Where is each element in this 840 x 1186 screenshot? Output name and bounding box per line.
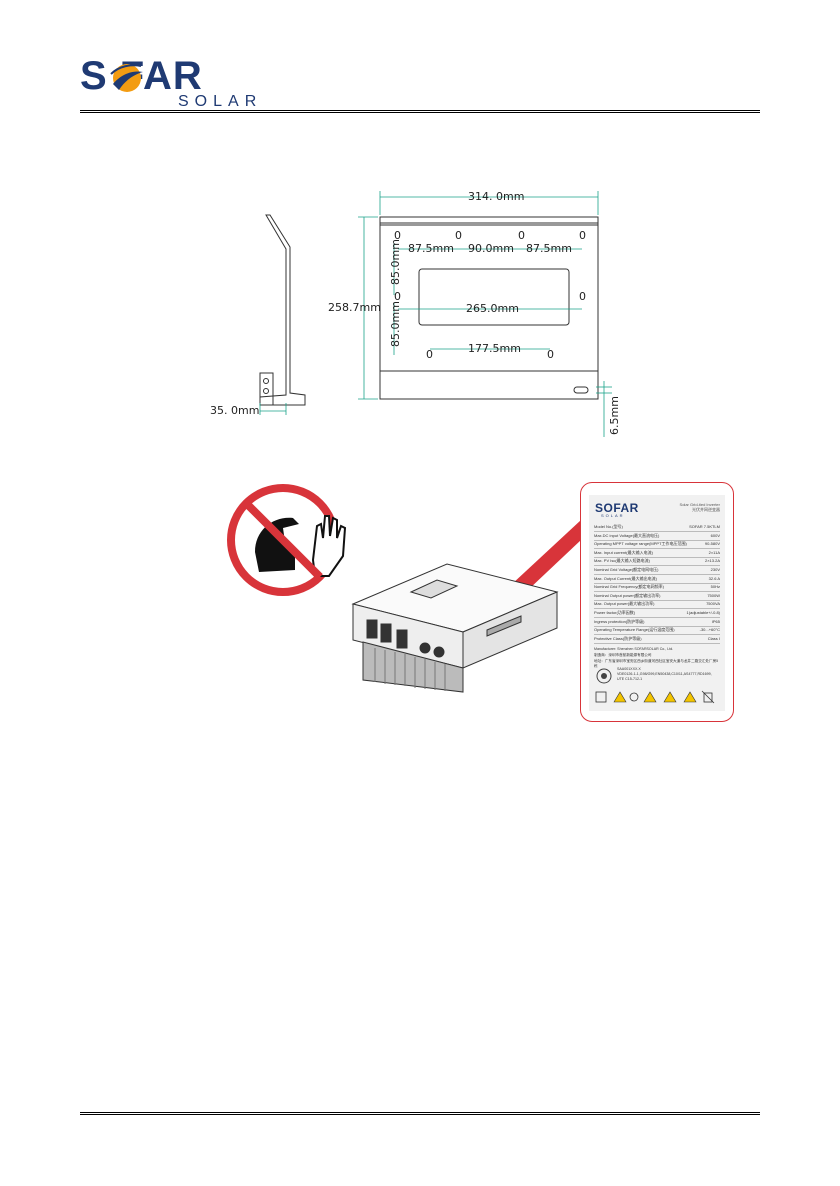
dim-bottom-span: 177.5mm bbox=[468, 342, 521, 355]
spec-key: Nominal Output power(额定输出功率) bbox=[594, 592, 661, 598]
spec-value: 50Hz bbox=[710, 584, 720, 590]
nameplate-cert-1: SAA001XXX.X bbox=[617, 667, 641, 671]
sofar-solar-logo: S FAR SOLAR bbox=[80, 54, 280, 110]
nameplate-product-type: Solar Grid-tied Inverter 光伏并网逆变器 bbox=[679, 502, 720, 512]
bracket-top-lip bbox=[379, 216, 599, 226]
no-touch-warning-icon bbox=[227, 484, 347, 596]
nameplate-spec-row: Operating Temperature Range(运行温度范围) -30..… bbox=[594, 626, 720, 636]
bracket-side-tab bbox=[259, 372, 274, 406]
hole-marker: 0 bbox=[579, 290, 586, 303]
nameplate-spec-row: Ingress protection(防护等级) IP65 bbox=[594, 618, 720, 627]
bracket-window bbox=[418, 268, 570, 326]
nameplate-cert-3: UTE C15-712-1 bbox=[617, 677, 643, 681]
hole-marker: 0 bbox=[394, 290, 401, 303]
dim-middle-span: 265.0mm bbox=[466, 302, 519, 315]
nameplate-spec-row: Nominal Output power(额定输出功率) 7500W bbox=[594, 592, 720, 601]
nameplate-spec-row: Max. Output Current(最大输出电流) 32.6 A bbox=[594, 575, 720, 584]
weee-bin-icon bbox=[703, 692, 713, 703]
spec-key: Operating Temperature Range(运行温度范围) bbox=[594, 627, 675, 633]
bracket-front-plate bbox=[379, 222, 599, 400]
spec-key: Max. Input current(最大输入电流) bbox=[594, 549, 653, 555]
nameplate: SOFAR SOLAR Solar Grid-tied Inverter 光伏并… bbox=[589, 495, 725, 711]
ce-mark-icon bbox=[629, 692, 639, 702]
dim-overall-width: 314. 0mm bbox=[468, 190, 524, 203]
nameplate-spec-row: Nominal Grid Frequency(额定电网频率) 50Hz bbox=[594, 583, 720, 593]
spec-key: Operating MPPT voltage range(MPPT工作电压范围) bbox=[594, 541, 687, 547]
safety-symbols-row bbox=[595, 690, 715, 704]
dim-side-depth: 35. 0mm bbox=[210, 404, 259, 417]
nameplate-manufacturer: Manufacturer: Shenzhen SOFARSOLAR Co., L… bbox=[594, 647, 674, 651]
spec-value: 600V bbox=[710, 532, 720, 538]
spec-value: 2×13.2A bbox=[704, 558, 720, 564]
nameplate-spec-row: Max. Output power(最大输出功率) 7500VA bbox=[594, 600, 720, 610]
spec-value: 2×11A bbox=[708, 549, 720, 555]
dim-overall-height: 258.7mm bbox=[328, 301, 381, 314]
spec-key: Max. Output power(最大输出功率) bbox=[594, 601, 655, 607]
spec-value: 7500VA bbox=[706, 601, 720, 607]
spec-value: IP65 bbox=[711, 618, 720, 624]
spec-key: Max. Output Current(最大输出电流) bbox=[594, 575, 657, 581]
hot-surface-icon bbox=[663, 691, 677, 703]
discharge-time-icon bbox=[683, 691, 697, 703]
spec-key: Max.DC input Voltage(最大直流电压) bbox=[594, 532, 660, 538]
spec-key: Max. PV Isc(最大输入短路电流) bbox=[594, 558, 651, 564]
nameplate-spec-row: Max.DC input Voltage(最大直流电压) 600V bbox=[594, 532, 720, 541]
header-rule bbox=[80, 110, 760, 113]
spec-key: Model No.(型号) bbox=[594, 524, 623, 529]
footer-rule bbox=[80, 1112, 760, 1115]
spec-value: Class I bbox=[707, 635, 720, 641]
electric-shock-icon bbox=[643, 691, 657, 703]
nameplate-logo-sub: SOLAR bbox=[601, 513, 625, 518]
nameplate-spec-row: Nominal Grid Voltage(额定电网电压) 230V bbox=[594, 566, 720, 575]
spec-value: 7500W bbox=[707, 592, 720, 598]
hole-marker: 0 bbox=[547, 348, 554, 361]
dim-hole-spacing-3: 87.5mm bbox=[526, 242, 572, 255]
manual-icon bbox=[595, 691, 607, 703]
nameplate-logo: SOFAR bbox=[595, 501, 639, 515]
hole-marker: 0 bbox=[455, 229, 462, 242]
nameplate-spec-row: Max. Input current(最大输入电流) 2×11A bbox=[594, 549, 720, 558]
inverter-warning-illustration bbox=[227, 484, 581, 693]
spec-key: Ingress protection(防护等级) bbox=[594, 618, 645, 624]
sun-logo-icon bbox=[110, 64, 143, 92]
logo-tagline: SOLAR bbox=[178, 93, 263, 110]
nameplate-spec-row: Max. PV Isc(最大输入短路电流) 2×13.2A bbox=[594, 557, 720, 567]
dim-vertical-lower: 85.0mm bbox=[389, 301, 402, 347]
spec-value: 230V bbox=[710, 567, 720, 572]
spec-value: 90-580V bbox=[704, 541, 720, 547]
dim-hole-spacing-2: 90.0mm bbox=[468, 242, 514, 255]
warning-icon bbox=[613, 691, 627, 703]
bracket-side-profile bbox=[259, 214, 306, 406]
hole-marker: 0 bbox=[518, 229, 525, 242]
nameplate-spec-row: Power factor(功率因数) 1(adjustable+/-0.8) bbox=[594, 609, 720, 618]
hole-marker: 0 bbox=[579, 229, 586, 242]
spec-key: Power factor(功率因数) bbox=[594, 610, 636, 615]
hole-marker: 0 bbox=[394, 229, 401, 242]
spec-value: -30...+60°C bbox=[699, 627, 720, 633]
dim-slot-height: 6.5mm bbox=[608, 396, 621, 435]
spec-value: 32.6 A bbox=[708, 575, 720, 581]
certification-seal-icon bbox=[596, 668, 612, 684]
mounting-bracket-drawing: 314. 0mm 258.7mm 87.5mm 90.0mm 87.5mm 85… bbox=[210, 190, 621, 437]
logo-wordmark: S FAR bbox=[80, 54, 203, 98]
spec-value: 1(adjustable+/-0.8) bbox=[686, 610, 720, 615]
nameplate-spec-row: Protective Class(防护等级) Class I bbox=[594, 635, 720, 644]
spec-key: Protective Class(防护等级) bbox=[594, 635, 642, 641]
nameplate-manufacturer-cn: 制造商：深圳市首航新能源有限公司 bbox=[594, 653, 652, 657]
spec-key: Nominal Grid Voltage(额定电网电压) bbox=[594, 567, 659, 572]
nameplate-spec-row: Model No.(型号) SOFAR 7.5KTLM bbox=[594, 523, 720, 532]
bracket-slot bbox=[573, 386, 589, 394]
nameplate-callout: SOFAR SOLAR Solar Grid-tied Inverter 光伏并… bbox=[580, 482, 734, 722]
nameplate-spec-row: Operating MPPT voltage range(MPPT工作电压范围)… bbox=[594, 540, 720, 550]
dim-hole-spacing-1: 87.5mm bbox=[408, 242, 454, 255]
spec-key: Nominal Grid Frequency(额定电网频率) bbox=[594, 584, 665, 590]
spec-value: SOFAR 7.5KTLM bbox=[689, 524, 720, 529]
hole-marker: 0 bbox=[426, 348, 433, 361]
dim-vertical-upper: 85.0mm bbox=[389, 239, 402, 285]
nameplate-address: 地址：广东省深圳市宝安区西乡街道河西社区宝安大道与龙井二路交汇处厂房5栋 bbox=[594, 659, 719, 668]
nameplate-cert-2: VDE0126-1-1,G98/G99,EN50438,C10/11,AS477… bbox=[617, 672, 712, 676]
inverter-illustration bbox=[351, 563, 559, 693]
